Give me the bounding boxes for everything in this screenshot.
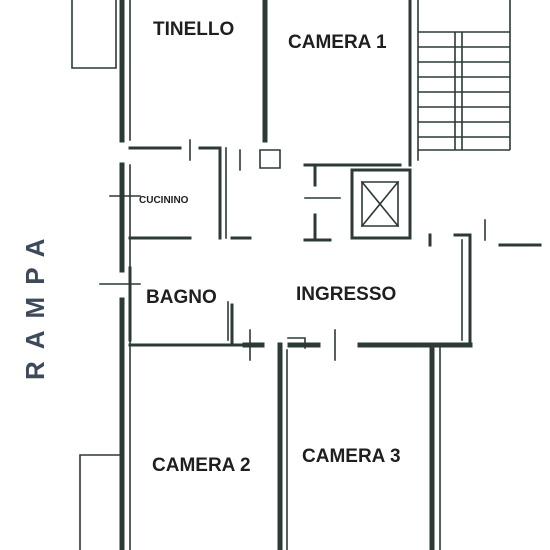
room-label-camera2: CAMERA 2: [152, 455, 251, 476]
staircase: [418, 0, 511, 151]
room-label-ingresso: INGRESSO: [296, 284, 396, 305]
room-label-tinello: TINELLO: [153, 19, 234, 40]
interior-walls: [99, 0, 486, 550]
room-label-camera1: CAMERA 1: [288, 32, 387, 53]
room-label-cucinino: CUCININO: [139, 195, 189, 206]
outer-walls: [71, 0, 542, 550]
room-label-camera3: CAMERA 3: [302, 446, 401, 467]
room-label-bagno: BAGNO: [146, 287, 217, 308]
rampa-label: RAMPA: [20, 227, 50, 380]
